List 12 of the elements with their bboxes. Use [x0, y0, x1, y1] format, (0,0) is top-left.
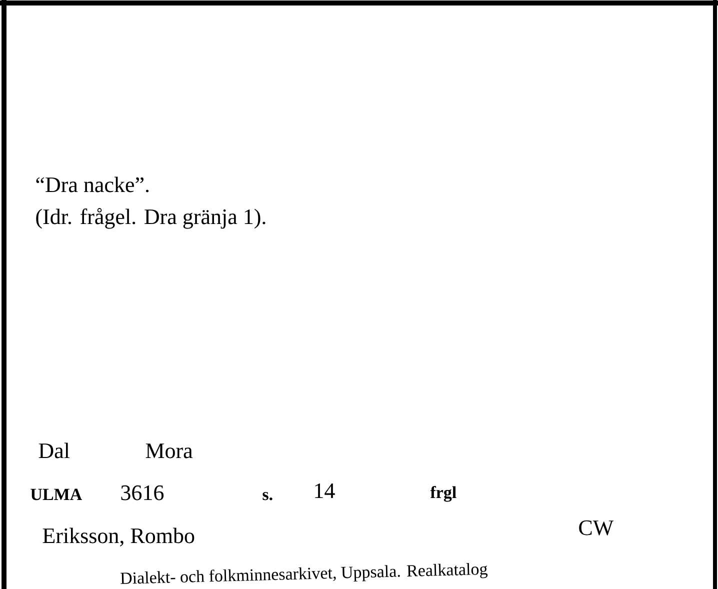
catalog-text: (Idr. frågel. Dra gränja 1). — [36, 208, 266, 229]
catalog-text: 3616 — [121, 485, 164, 500]
catalog-text: “Dra nacke”. — [36, 176, 149, 192]
catalog-text: 14 — [315, 483, 335, 498]
catalog-text: Dialekt- och folkminnesarkivet, Uppsala. Realkatalog — [120, 563, 488, 584]
catalog-text: Mora — [146, 444, 193, 458]
catalog-text: Eriksson, Rombo — [42, 528, 194, 546]
catalog-text: frgl — [430, 486, 456, 502]
catalog-text: Dal — [38, 442, 70, 458]
catalog-text: ULMA — [30, 488, 82, 500]
catalog-text: CW — [579, 520, 614, 536]
catalog-text: s. — [262, 492, 272, 500]
